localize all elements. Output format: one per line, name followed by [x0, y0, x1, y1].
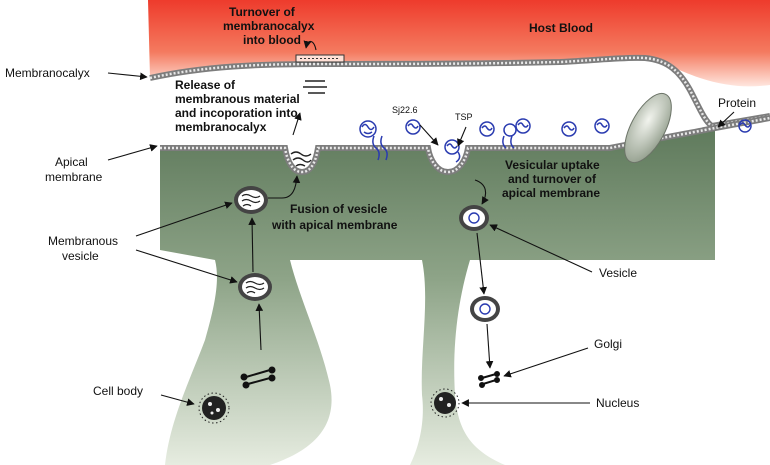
vesicle-icon	[238, 273, 272, 301]
arrow-icon	[717, 111, 735, 128]
label-tsp: TSP	[455, 112, 473, 122]
label-membranocalyx: Membranocalyx	[5, 66, 90, 80]
arrow-icon	[107, 72, 148, 81]
arrow-icon	[476, 232, 488, 295]
protein-icon	[561, 121, 577, 137]
label-turnover-1: Turnover of	[229, 5, 296, 19]
arrow-icon	[135, 249, 238, 284]
protein-icon	[359, 120, 377, 138]
label-membranous-vesicle-2: vesicle	[62, 249, 99, 263]
golgi-icon	[478, 371, 500, 388]
arrow-icon	[457, 126, 467, 147]
vesicle-icon	[470, 296, 500, 322]
label-membranous-vesicle-1: Membranous	[48, 234, 118, 248]
label-turnover-3: into blood	[243, 33, 301, 47]
label-host-blood: Host Blood	[529, 21, 593, 35]
label-vesicular-1: Vesicular uptake	[505, 158, 600, 172]
label-fusion-2: with apical membrane	[271, 218, 398, 232]
label-release-3: and incoporation into	[175, 106, 298, 120]
label-fusion-1: Fusion of vesicle	[290, 202, 388, 216]
arrow-icon	[419, 124, 439, 146]
arrow-icon	[489, 224, 593, 273]
label-apical-1: Apical	[55, 155, 88, 169]
label-nucleus: Nucleus	[596, 396, 639, 410]
arrow-icon	[474, 179, 489, 205]
protein-icon	[594, 118, 610, 134]
label-protein: Protein	[718, 96, 756, 110]
golgi-icon	[240, 366, 276, 389]
label-release-1: Release of	[175, 78, 236, 92]
label-release-2: membranous material	[175, 92, 300, 106]
label-golgi: Golgi	[594, 337, 622, 351]
nucleus-icon	[430, 388, 460, 418]
nucleus-icon	[198, 392, 230, 424]
spine-structure	[624, 93, 672, 163]
arrows	[107, 40, 735, 407]
label-turnover-2: membranocalyx	[223, 19, 315, 33]
turnover-fragment	[295, 54, 345, 63]
arrow-icon	[303, 40, 317, 51]
protein-icon	[502, 123, 517, 149]
surface-proteins	[359, 118, 752, 163]
label-vesicular-3: apical membrane	[502, 186, 600, 200]
arrow-icon	[160, 394, 195, 406]
label-vesicular-2: and turnover of	[508, 172, 597, 186]
protein-icon	[372, 135, 388, 161]
arrow-icon	[485, 323, 494, 369]
arrow-icon	[268, 175, 301, 199]
host-blood-region	[148, 0, 770, 87]
label-sj22-6: Sj22.6	[392, 105, 418, 115]
arrow-icon	[503, 347, 589, 378]
arrow-icon	[255, 303, 264, 351]
arrow-icon	[135, 201, 233, 237]
released-membrane-material	[303, 80, 327, 94]
protein-icon	[515, 118, 531, 134]
label-apical-2: membrane	[45, 170, 103, 184]
arrow-icon	[248, 217, 256, 273]
label-release-4: membranocalyx	[175, 120, 267, 134]
protein-icon	[738, 119, 752, 133]
label-cell-body: Cell body	[93, 384, 143, 398]
arrow-icon	[292, 112, 302, 136]
vesicle-icon	[459, 205, 489, 231]
tegument-cytoplasm	[160, 128, 715, 465]
label-vesicle: Vesicle	[599, 266, 637, 280]
protein-icon	[405, 119, 421, 135]
arrow-icon	[107, 144, 158, 161]
vesicle-icon	[234, 186, 268, 214]
protein-icon	[479, 121, 495, 137]
pit-membrane-fragments	[290, 151, 312, 167]
protein-icon	[444, 139, 461, 163]
